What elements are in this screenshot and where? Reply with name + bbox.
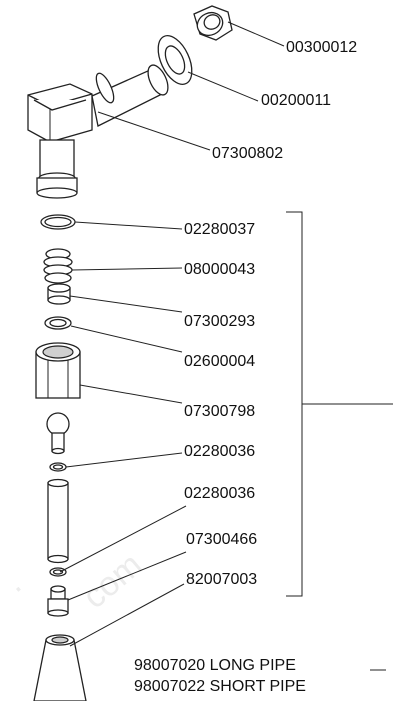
pipe-option-short: 98007022 SHORT PIPE <box>134 678 306 695</box>
ball-valve <box>46 412 70 455</box>
nozzle-cone <box>33 634 87 701</box>
part-label: 07300798 <box>184 403 255 420</box>
hex-body <box>35 342 81 399</box>
elbow-fitting <box>27 64 169 199</box>
part-label: 08000043 <box>184 261 255 278</box>
watermark-text: com <box>76 546 150 616</box>
part-label: 02280036 <box>184 485 255 502</box>
o-ring-small-lower <box>49 567 67 577</box>
part-label: 02280037 <box>184 221 255 238</box>
connector-fitting <box>47 585 69 617</box>
flat-seal-ring <box>44 316 72 330</box>
part-label: 07300802 <box>212 145 283 162</box>
o-ring-large <box>40 214 76 230</box>
part-labels: 00300012 00200011 07300802 02280037 0800… <box>184 39 357 588</box>
hex-nut <box>193 5 233 41</box>
spring-seat <box>47 283 71 305</box>
pipe-option-long: 98007020 LONG PIPE <box>134 657 296 674</box>
part-label: 07300293 <box>184 313 255 330</box>
part-label: 00300012 <box>286 39 357 56</box>
part-label: 00200011 <box>261 92 331 109</box>
kit-bracket <box>286 211 393 597</box>
watermark-mark: · <box>1 570 34 606</box>
spring <box>43 248 73 284</box>
part-label: 02280036 <box>184 443 255 460</box>
part-label: 82007003 <box>186 571 257 588</box>
pipe-options: 98007020 LONG PIPE 98007022 SHORT PIPE <box>134 657 306 695</box>
o-ring-small-upper <box>49 462 67 472</box>
leader-lines <box>59 21 285 647</box>
flat-washer <box>157 35 193 85</box>
tube-pipe <box>47 478 69 564</box>
part-label: 07300466 <box>186 531 257 548</box>
part-label: 02600004 <box>184 353 255 370</box>
